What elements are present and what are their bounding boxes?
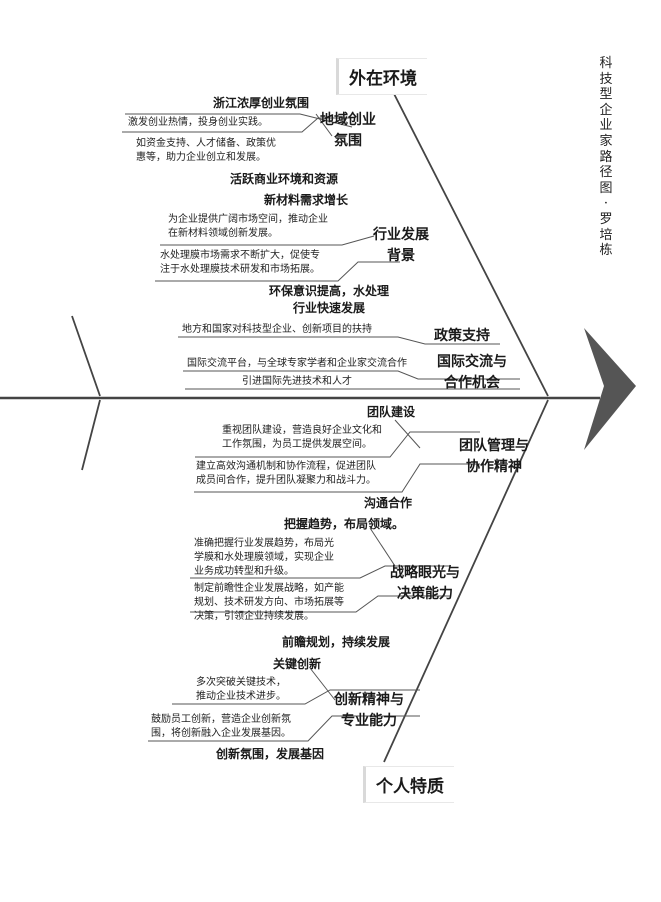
rib-3 [160,235,375,246]
category-international-cooperation: 国际交流与 合作机会 [437,354,507,391]
rib-2 [122,117,350,133]
sub-communication: 沟通合作 [364,496,413,510]
tail-fin-bottom [81,399,101,471]
rib-12 [172,689,420,705]
desc-water-membrane: 水处理膜市场需求不断扩大，促使专 注于水处理膜技术研发和市场拓展。 [160,250,320,275]
rib-11 [190,595,450,613]
sub-new-materials: 新材料需求增长 [264,193,349,207]
sub-business-resources: 活跃商业环境和资源 [230,172,339,186]
desc-innovation-culture: 鼓励员工创新，营造企业创新氛 围，将创新融入企业发展基因。 [151,714,291,739]
desc-key-innovation: 多次突破关键技术， 推动企业技术进步。 [196,677,286,702]
rib-13 [148,715,420,742]
desc-team-building: 重视团队建设，营造良好企业文化和 工作氛围，为员工提供发展空间。 [222,425,382,450]
desc-international-platform: 国际交流平台，与全球专家学者和企业家交流合作 [187,358,407,369]
desc-business-resources: 如资金支持、人才储备、政策优 惠等，助力企业创立和发展。 [136,138,276,163]
heading-external-environment: 外在环境 [336,58,427,95]
category-industry-background: 行业发展 背景 [373,227,429,264]
rib-12-stem [309,667,336,701]
bone-top [387,81,549,397]
sub-forward-planning: 前瞻规划，持续发展 [282,635,391,649]
rib-4 [155,261,400,282]
sub-grasp-trends: 把握趋势，布局领域。 [284,517,405,531]
sub-environmental-awareness: 环保意识提高，水处理 行业快速发展 [269,284,390,315]
category-strategic-vision: 战略眼光与 决策能力 [390,565,460,602]
rib-8 [195,431,480,458]
sub-zhejiang-culture: 浙江浓厚创业氛围 [213,96,310,110]
desc-grasp-trends: 准确把握行业发展趋势，布局光 学膜和水处理膜领域，实现企业 业务成功转型和升级。 [194,538,334,577]
desc-new-materials: 为企业提供广阔市场空间，推动企业 在新材料领域创新发展。 [168,214,328,239]
sub-innovation-culture: 创新氛围，发展基因 [216,747,325,761]
bone-bottom [383,399,549,763]
desc-communication: 建立高效沟通机制和协作流程，促进团队 成员间合作，提升团队凝聚力和战斗力。 [196,461,376,486]
category-regional-culture: 地域创业 氛围 [320,112,376,149]
rib-6 [183,370,520,380]
rib-10 [190,565,450,579]
desc-policy-support: 地方和国家对科技型企业、创新项目的扶持 [182,324,372,335]
desc-forward-planning: 制定前瞻性企业发展战略，如产能 规划、技术研发方向、市场拓展等 决策，引领企业持… [194,583,344,622]
category-team-management: 团队管理与 协作精神 [459,438,529,475]
sub-key-innovation: 关键创新 [273,657,322,671]
rib-1 [125,113,353,128]
rib-10-stem [369,527,396,567]
sub-team-building: 团队建设 [367,405,416,419]
fish-head [584,328,636,450]
category-policy-support: 政策支持 [434,328,490,344]
author-title: 科技型企业家路径图·罗培栋 [599,56,613,259]
rib-5 [178,336,500,345]
rib-9 [194,463,480,493]
desc-introduce-tech: 引进国际先进技术和人才 [242,376,352,387]
rib-8-stem [394,419,421,449]
category-innovation-spirit: 创新精神与 专业能力 [334,692,404,729]
desc-zhejiang-culture: 激发创业热情，投身创业实践。 [128,117,268,128]
heading-personal-traits: 个人特质 [363,766,454,803]
tail-fin-top [71,315,101,397]
rib-1-stem [315,113,333,137]
